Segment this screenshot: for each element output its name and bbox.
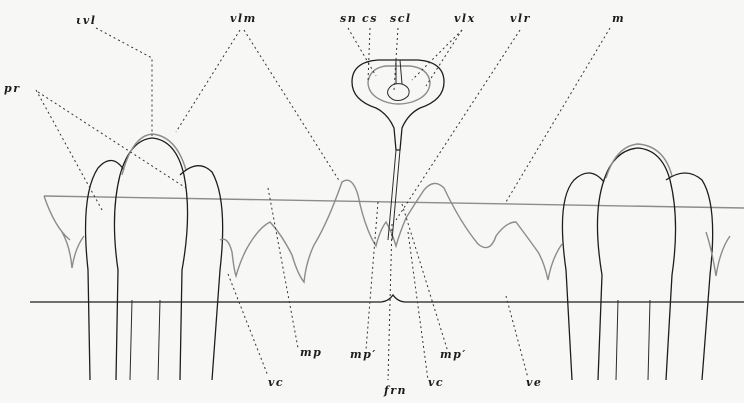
cup-core xyxy=(388,84,410,101)
right-lobe-group xyxy=(562,144,712,380)
label-scl: scl xyxy=(390,12,412,25)
left-lobe-b xyxy=(114,138,187,380)
base-lines xyxy=(30,196,744,302)
label-mp-right: mp′ xyxy=(440,348,467,361)
label-vc-right: vc xyxy=(428,376,444,389)
label-vc-left: vc xyxy=(268,376,284,389)
right-lobe-a xyxy=(562,173,604,380)
cup-structure xyxy=(352,60,444,240)
label-sn: sn xyxy=(340,12,357,25)
label-vlr: vlr xyxy=(510,12,531,25)
right-lobe-b xyxy=(597,148,675,380)
label-mp-left: mp xyxy=(300,346,322,359)
left-lobe-group xyxy=(86,134,223,380)
left-pendant xyxy=(62,232,84,268)
label-mp-mid: mp′ xyxy=(350,348,377,361)
label-ve: ve xyxy=(526,376,542,389)
label-m: m xyxy=(612,12,625,25)
right-lobe-c xyxy=(666,173,713,380)
label-pr: pr xyxy=(4,82,21,95)
central-membrane xyxy=(220,180,562,282)
label-vlm: vlm xyxy=(230,12,257,25)
cup-outer xyxy=(352,60,444,150)
label-vlx: vlx xyxy=(454,12,476,25)
cup-inner xyxy=(368,66,430,104)
right-pendant xyxy=(706,232,730,276)
label-cs: cs xyxy=(362,12,378,25)
label-frn: frn xyxy=(383,384,407,397)
label-vvl: ιvl xyxy=(76,14,96,27)
